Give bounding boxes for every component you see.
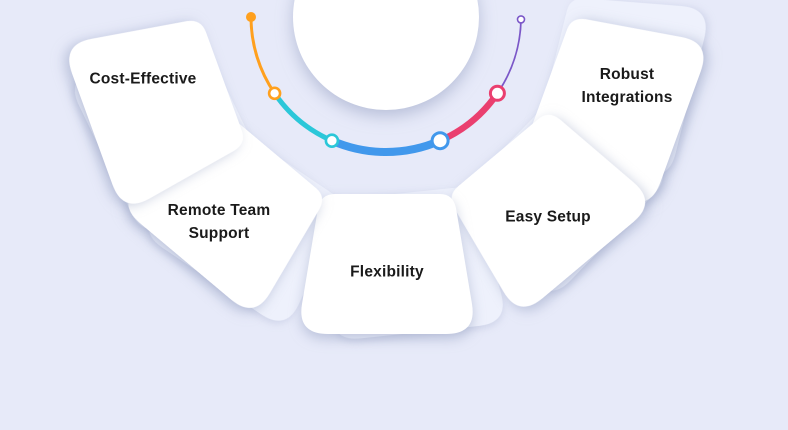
arc-marker-blue-pink [430, 131, 450, 151]
arc-marker-pink-purple [488, 84, 506, 102]
card-label-cost-effective: Cost-Effective [89, 70, 197, 88]
arc-marker-cyan-blue [324, 133, 340, 148]
card-label-robust-integrations: Robust Integrations [581, 65, 673, 106]
arc-segment-flexibility [327, 136, 445, 157]
card-label-flexibility: Flexibility [350, 263, 424, 281]
arc-end-ring [516, 15, 526, 24]
arc-start-dot [246, 12, 256, 22]
card-label-remote-team-support: Remote Team Support [167, 201, 271, 242]
card-label-easy-setup: Easy Setup [505, 208, 591, 226]
hub-circle [293, 0, 479, 110]
arc-marker-orange-cyan [267, 86, 282, 101]
arc-markers [246, 12, 526, 151]
arc-segment-cost-effective [249, 15, 277, 95]
